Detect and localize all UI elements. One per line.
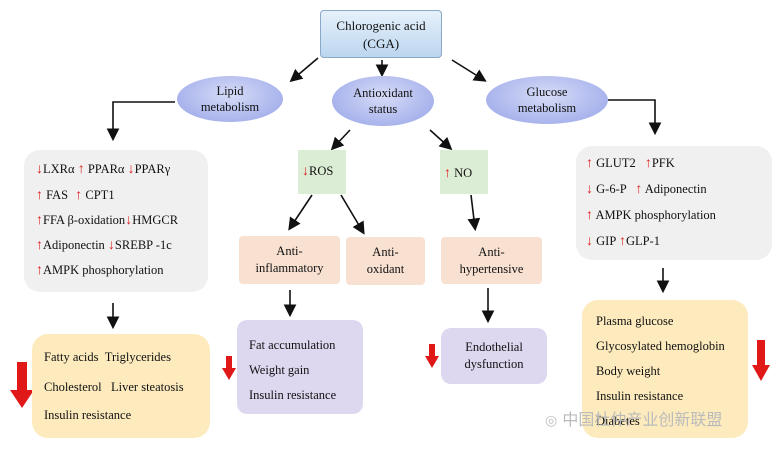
- middle-outcomes-box: Fat accumulation Weight gain Insulin res…: [237, 320, 363, 414]
- down-arrow-icon: ↓: [125, 213, 133, 228]
- up-arrow-icon: ↑: [586, 156, 593, 171]
- outcome-body-weight: Body weight: [596, 364, 661, 378]
- outcome-insulin-resistance: Insulin resistance: [44, 408, 132, 422]
- outcome-plasma-glucose: Plasma glucose: [596, 314, 674, 328]
- cga-name: Chlorogenic acid: [336, 18, 426, 33]
- wechat-icon: ◎: [545, 413, 558, 429]
- up-arrow-icon: ↑: [635, 182, 643, 197]
- up-arrow-icon: ↑: [75, 188, 83, 203]
- down-arrow-icon: ↓: [107, 238, 115, 253]
- lipid-label-2: metabolism: [200, 100, 260, 114]
- glucose-label-1: Glucose: [526, 85, 568, 99]
- up-arrow-icon: ↑: [36, 263, 43, 278]
- glucose-markers-panel: ↑ GLUT2 ↑PFK ↓ G-6-P ↑ Adiponectin ↑ AMP…: [576, 146, 772, 260]
- down-arrow-icon: ↓: [302, 164, 309, 179]
- big-down-arrow-icon: [10, 362, 34, 415]
- marker-ampk-glucose: AMPK phosphorylation: [595, 208, 716, 222]
- marker-pparg: PPARγ: [134, 162, 171, 176]
- marker-srebp: SREBP -1c: [114, 238, 172, 252]
- down-arrow-icon: ↓: [36, 162, 43, 177]
- marker-hmgcr: HMGCR: [132, 213, 179, 227]
- down-arrow-icon: ↓: [586, 182, 593, 197]
- up-arrow-icon: ↑: [644, 156, 652, 171]
- marker-glp1: GLP-1: [625, 234, 660, 248]
- up-arrow-icon: ↑: [36, 213, 43, 228]
- anti-inflammatory-box: Anti- inflammatory: [239, 236, 340, 284]
- outcome-diabetes: Diabetes: [596, 414, 640, 428]
- anti-hypertensive-2: hypertensive: [459, 262, 524, 276]
- outcome-triglycerides: Triglycerides: [104, 350, 171, 364]
- outcome-fatty-acids: Fatty acids: [44, 350, 99, 364]
- lipid-label-1: Lipid: [216, 84, 244, 98]
- antioxidant-status-node: Antioxidant status: [332, 76, 434, 126]
- marker-fas: FAS: [46, 188, 69, 202]
- lipid-metabolism-node: Lipid metabolism: [177, 76, 283, 122]
- marker-ampk: AMPK phosphorylation: [43, 263, 164, 277]
- down-arrow-icon: ↓: [586, 234, 593, 249]
- anti-oxidant-1: Anti-: [372, 245, 399, 259]
- outcome-fat-accumulation: Fat accumulation: [249, 338, 336, 352]
- outcome-liver-steatosis: Liver steatosis: [111, 380, 184, 394]
- marker-ffa-oxidation: FFA β-oxidation: [43, 213, 126, 227]
- antiox-label-1: Antioxidant: [353, 86, 413, 100]
- marker-pfk: PFK: [651, 156, 675, 170]
- down-arrow-icon-middle: [222, 356, 236, 385]
- glucose-label-2: metabolism: [517, 101, 577, 115]
- cga-abbr: (CGA): [362, 36, 400, 51]
- up-arrow-icon: ↑: [36, 188, 43, 203]
- chlorogenic-acid-box: Chlorogenic acid (CGA): [320, 10, 442, 58]
- lipid-markers-panel: ↓LXRα ↑ PPARα ↓PPARγ ↑ FAS ↑ CPT1 ↑FFA β…: [24, 150, 208, 292]
- marker-gip: GIP: [596, 234, 616, 248]
- endothelial-1: Endothelial: [465, 340, 523, 354]
- endothelial-box: Endothelial dysfunction: [441, 328, 547, 384]
- watermark: ◎ 中国杜仲产业创新联盟: [545, 406, 722, 430]
- outcome-cholesterol: Cholesterol: [44, 380, 102, 394]
- marker-lxra: LXRα: [43, 162, 75, 176]
- outcome-insulin-resistance-glucose: Insulin resistance: [596, 389, 684, 403]
- anti-hypertensive-1: Anti-: [478, 245, 505, 259]
- endothelial-2: dysfunction: [464, 357, 524, 371]
- anti-oxidant-box: Anti- oxidant: [346, 237, 425, 285]
- anti-inflammatory-2: inflammatory: [255, 261, 324, 275]
- marker-glut2: GLUT2: [596, 156, 636, 170]
- up-arrow-icon: ↑: [586, 208, 593, 223]
- up-arrow-icon: ↑: [77, 162, 85, 177]
- ros-box: ↓ROS: [298, 150, 346, 194]
- marker-cpt1: CPT1: [85, 188, 115, 202]
- antiox-label-2: status: [368, 102, 398, 116]
- no-box: ↑ NO: [440, 150, 488, 194]
- glucose-outcomes-box: Plasma glucose Glycosylated hemoglobin B…: [582, 300, 748, 438]
- anti-inflammatory-1: Anti-: [276, 244, 303, 258]
- up-arrow-icon: ↑: [36, 238, 43, 253]
- down-arrow-icon: ↓: [127, 162, 135, 177]
- marker-g6p: G-6-P: [596, 182, 627, 196]
- down-arrow-icon-endothelial: [425, 344, 439, 373]
- no-label: NO: [454, 166, 473, 180]
- up-arrow-icon: ↑: [444, 166, 451, 181]
- watermark-text: 中国杜仲产业创新联盟: [562, 410, 723, 429]
- outcome-glycosylated-hemoglobin: Glycosylated hemoglobin: [596, 339, 725, 353]
- marker-adiponectin: Adiponectin: [43, 238, 105, 252]
- big-down-arrow-icon-right: [752, 340, 770, 387]
- up-arrow-icon: ↑: [618, 234, 626, 249]
- marker-ppara: PPARα: [87, 162, 125, 176]
- outcome-insulin-resistance-mid: Insulin resistance: [249, 388, 337, 402]
- ros-label: ROS: [309, 164, 334, 178]
- glucose-metabolism-node: Glucose metabolism: [486, 76, 608, 124]
- anti-oxidant-2: oxidant: [366, 262, 405, 276]
- anti-hypertensive-box: Anti- hypertensive: [441, 237, 542, 284]
- outcome-weight-gain: Weight gain: [249, 363, 310, 377]
- lipid-outcomes-box: Fatty acids Triglycerides Cholesterol Li…: [32, 334, 210, 438]
- marker-adiponectin-glucose: Adiponectin: [644, 182, 707, 196]
